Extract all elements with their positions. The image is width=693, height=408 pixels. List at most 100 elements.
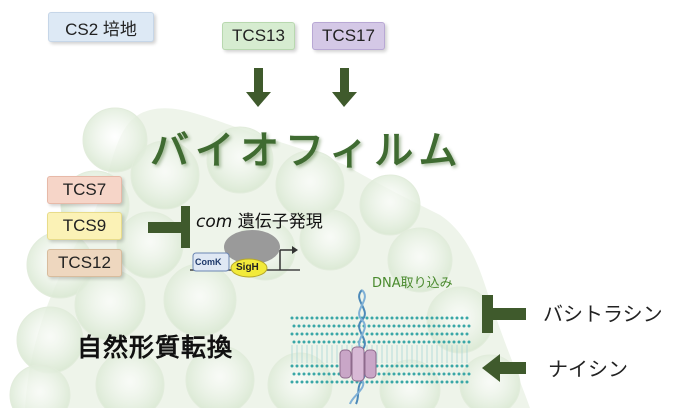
lipid-head [332, 324, 336, 328]
lipid-head [307, 340, 311, 344]
lipid-head [305, 364, 309, 368]
lipid-head [382, 324, 386, 328]
lipid-head [415, 364, 419, 368]
lipid-head [385, 364, 389, 368]
lipid-head [467, 372, 471, 376]
lipid-head [327, 372, 331, 376]
lipid-head [392, 340, 396, 344]
lipid-head [337, 340, 341, 344]
lipid-head [302, 324, 306, 328]
lipid-head [442, 324, 446, 328]
lipid-head [397, 324, 401, 328]
lipid-head [315, 380, 319, 384]
lipid-head [397, 372, 401, 376]
lipid-head [400, 316, 404, 320]
lipid-head [292, 324, 296, 328]
lipid-head [452, 324, 456, 328]
lipid-head [387, 324, 391, 328]
lipid-head [407, 372, 411, 376]
lipid-head [427, 372, 431, 376]
lipid-head [297, 324, 301, 328]
lipid-head [417, 372, 421, 376]
lipid-head [320, 316, 324, 320]
lipid-head [352, 340, 356, 344]
lipid-head [337, 324, 341, 328]
lipid-head [350, 332, 354, 336]
lipid-head [380, 316, 384, 320]
com-expression-label: com 遺伝子発現 [196, 207, 323, 232]
lipid-head [370, 332, 374, 336]
lipid-head [430, 380, 434, 384]
lipid-head [430, 332, 434, 336]
lipid-head [440, 332, 444, 336]
lipid-head [412, 324, 416, 328]
lipid-head [415, 332, 419, 336]
lipid-head [397, 340, 401, 344]
tcs13-label: TCS13 [232, 26, 285, 45]
lipid-head [370, 316, 374, 320]
lipid-head [320, 364, 324, 368]
nisin-label: ナイシン [548, 357, 628, 381]
lipid-head [310, 380, 314, 384]
lipid-head [307, 372, 311, 376]
lipid-head [300, 332, 304, 336]
lipid-head [425, 316, 429, 320]
lipid-head [405, 316, 409, 320]
lipid-head [352, 324, 356, 328]
inhibition-tcs-to-com [148, 206, 190, 248]
lipid-head [400, 332, 404, 336]
lipid-head [427, 340, 431, 344]
lipid-head [322, 372, 326, 376]
lipid-head [340, 380, 344, 384]
lipid-head [385, 316, 389, 320]
lipid-head [315, 364, 319, 368]
lipid-head [295, 364, 299, 368]
tcs17-box: TCS17 [312, 22, 385, 50]
lipid-head [447, 324, 451, 328]
lipid-head [405, 332, 409, 336]
lipid-head [410, 316, 414, 320]
lipid-head [452, 372, 456, 376]
lipid-head [295, 380, 299, 384]
lipid-head [417, 324, 421, 328]
lipid-head [467, 340, 471, 344]
lipid-head [345, 380, 349, 384]
lipid-head [425, 364, 429, 368]
tcs7-box: TCS7 [47, 176, 122, 204]
media-label: CS2 培地 [65, 19, 137, 39]
lipid-head [405, 380, 409, 384]
bacitracin-label: バシトラシン [543, 302, 663, 326]
lipid-head [460, 380, 464, 384]
lipid-head [442, 340, 446, 344]
lipid-head [390, 364, 394, 368]
lipid-head [402, 372, 406, 376]
lipid-head [395, 364, 399, 368]
bacitracin-inhibition-symbol [482, 295, 526, 333]
lipid-head [395, 380, 399, 384]
lipid-head [302, 372, 306, 376]
tcs13-box: TCS13 [222, 22, 295, 50]
lipid-head [317, 340, 321, 344]
lipid-head [445, 316, 449, 320]
lipid-head [312, 372, 316, 376]
lipid-head [402, 340, 406, 344]
sigh-ellipse [230, 258, 268, 278]
lipid-head [417, 340, 421, 344]
lipid-head [385, 380, 389, 384]
lipid-head [382, 372, 386, 376]
lipid-head [305, 316, 309, 320]
lipid-head [382, 340, 386, 344]
lipid-head [462, 372, 466, 376]
lipid-head [407, 340, 411, 344]
lipid-head [457, 372, 461, 376]
dna-uptake-channel [339, 346, 377, 382]
lipid-head [310, 332, 314, 336]
lipid-head [402, 324, 406, 328]
lipid-head [432, 324, 436, 328]
lipid-head [415, 380, 419, 384]
lipid-head [327, 324, 331, 328]
lipid-head [395, 332, 399, 336]
lipid-head [367, 340, 371, 344]
tcs17-label: TCS17 [322, 26, 375, 45]
